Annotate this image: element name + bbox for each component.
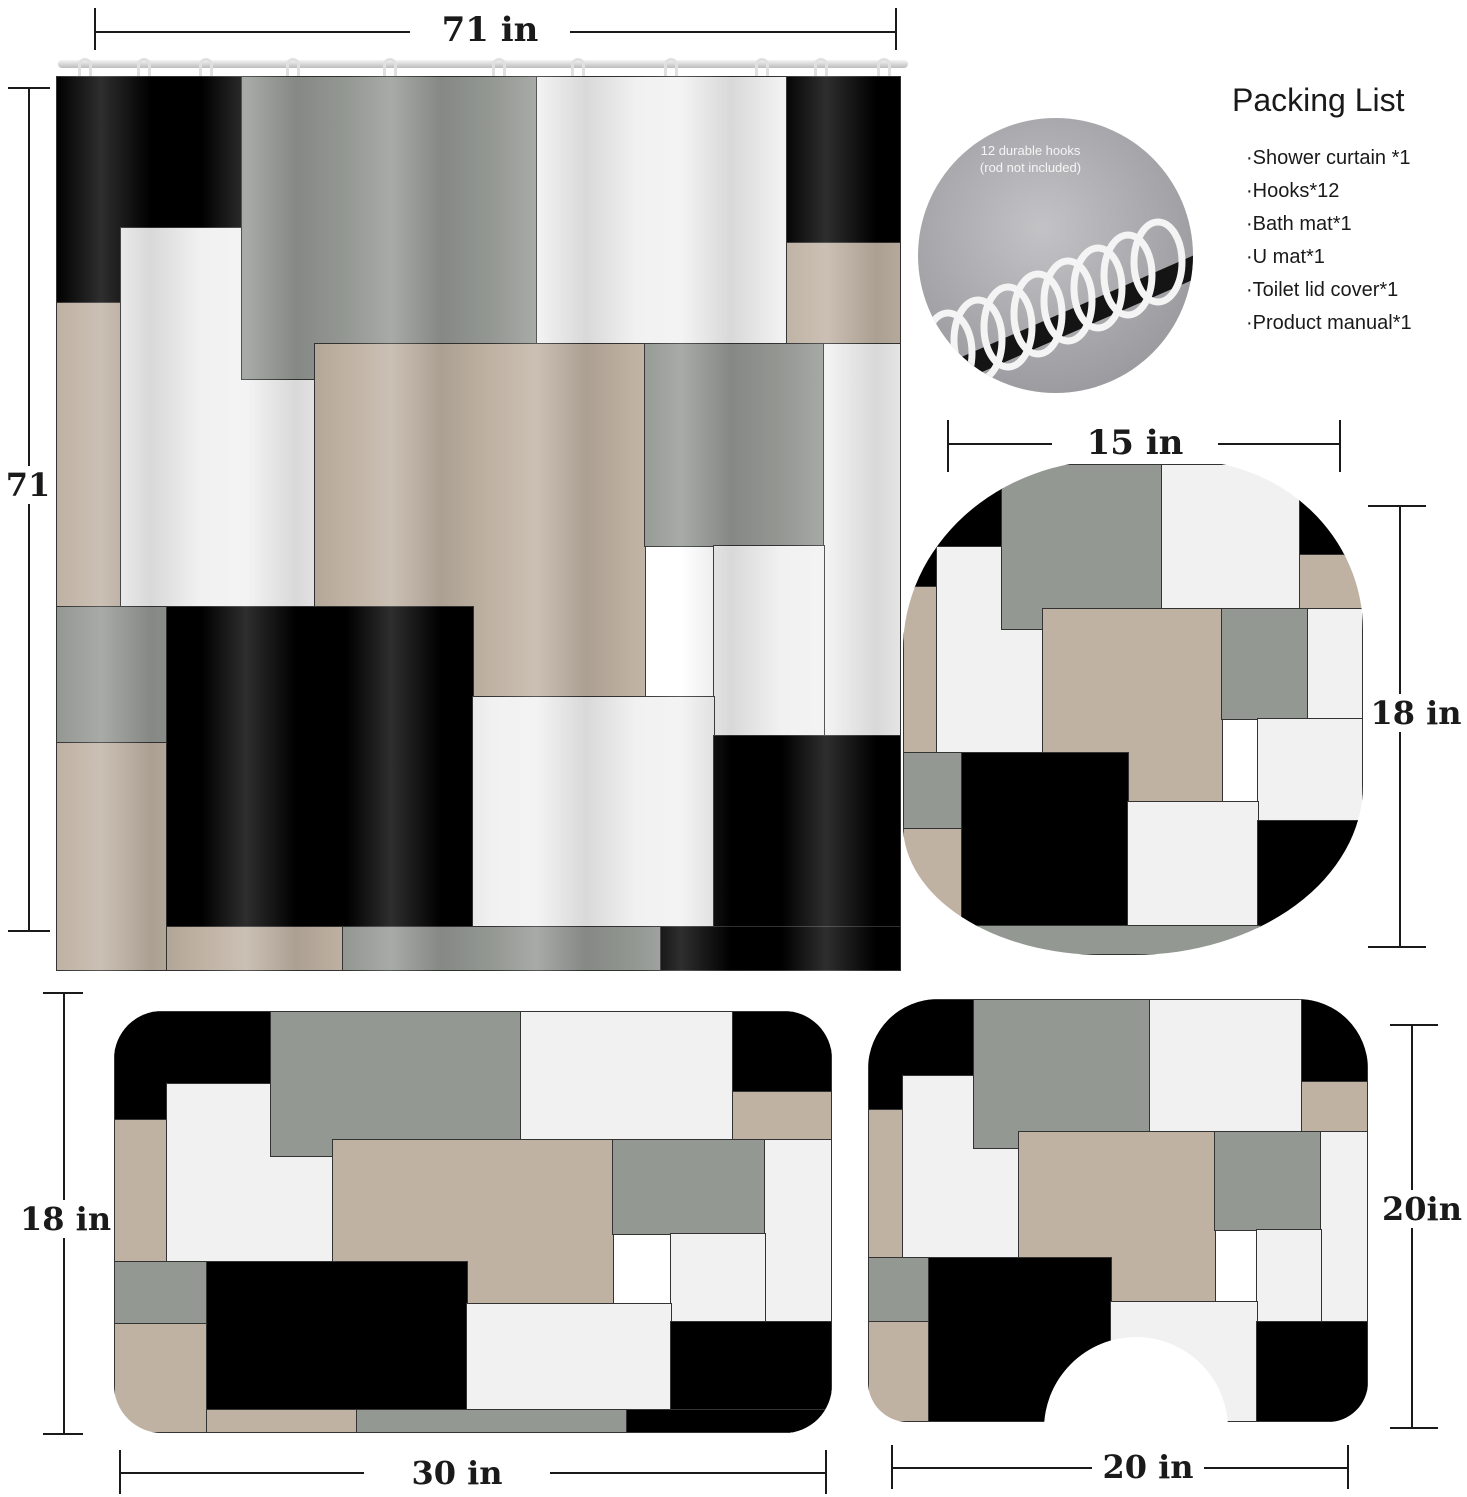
bath-mat-block bbox=[114, 1323, 208, 1433]
curtain-block bbox=[166, 926, 344, 971]
lid-block bbox=[1257, 820, 1363, 955]
curtain-block bbox=[342, 926, 662, 971]
u-mat-block bbox=[973, 999, 1151, 1149]
u-mat-block bbox=[868, 1109, 904, 1259]
curtain-height-line bbox=[28, 88, 30, 931]
u-mat bbox=[868, 999, 1368, 1422]
curtain-width-tick-left bbox=[94, 8, 96, 50]
bath-mat-block bbox=[206, 1261, 468, 1411]
lid-block bbox=[1127, 801, 1259, 927]
u-mat-width-tick-left bbox=[891, 1445, 893, 1489]
curtain-block bbox=[713, 545, 825, 737]
packing-item: ·U mat*1 bbox=[1246, 246, 1325, 268]
bath-mat-block bbox=[520, 1011, 734, 1141]
bath-mat bbox=[114, 1011, 832, 1433]
bath-mat-width-tick-right bbox=[825, 1450, 827, 1494]
packing-item: ·Product manual*1 bbox=[1246, 312, 1412, 334]
curtain-height-label: 71 bbox=[5, 466, 51, 504]
bath-mat-block bbox=[270, 1011, 522, 1157]
hooks-caption: 12 durable hooks (rod not included) bbox=[918, 142, 1143, 176]
curtain-width-tick-right bbox=[895, 8, 897, 50]
curtain-block bbox=[56, 742, 168, 971]
lid-block bbox=[1221, 608, 1309, 720]
lid-block bbox=[903, 752, 963, 830]
bath-mat-height-label: 18 in bbox=[20, 1200, 112, 1238]
bath-mat-width-tick-left bbox=[119, 1450, 121, 1494]
bath-mat-block bbox=[732, 1011, 832, 1093]
bath-mat-block bbox=[612, 1139, 766, 1235]
curtain-height-tick-bottom bbox=[8, 930, 50, 932]
lid-block bbox=[1161, 464, 1301, 610]
u-mat-block bbox=[1214, 1131, 1322, 1231]
hooks-caption-line1: 12 durable hooks bbox=[980, 143, 1081, 158]
u-mat-block bbox=[868, 1321, 930, 1422]
bath-mat-block bbox=[206, 1409, 358, 1433]
lid-block bbox=[961, 925, 1261, 955]
u-mat-block bbox=[1256, 1229, 1322, 1323]
bath-mat-height-tick-top bbox=[43, 992, 83, 994]
curtain-rod bbox=[58, 60, 908, 68]
bath-mat-block bbox=[356, 1409, 628, 1433]
hooks-rings-illustration bbox=[918, 218, 1193, 393]
curtain-block bbox=[56, 606, 168, 744]
lid-height-label: 18 in bbox=[1366, 694, 1466, 732]
u-mat-width-label: 20 in bbox=[1092, 1448, 1204, 1486]
bath-mat-block bbox=[732, 1091, 832, 1141]
u-mat-block bbox=[1256, 1321, 1368, 1422]
curtain-height-tick-top bbox=[8, 87, 50, 89]
lid-width-tick-right bbox=[1339, 420, 1341, 472]
bath-mat-block bbox=[626, 1409, 832, 1433]
lid-block bbox=[1299, 490, 1363, 556]
curtain-block bbox=[660, 926, 901, 971]
bath-mat-height-tick-bottom bbox=[43, 1433, 83, 1435]
lid-width-label: 15 in bbox=[1052, 423, 1218, 463]
hooks-caption-line2: (rod not included) bbox=[979, 160, 1082, 175]
curtain-block bbox=[786, 76, 901, 244]
u-mat-width-tick-right bbox=[1347, 1445, 1349, 1489]
u-mat-block bbox=[1320, 1131, 1368, 1323]
lid-height-tick-top bbox=[1368, 505, 1426, 507]
u-mat-block bbox=[1301, 1081, 1368, 1133]
hooks-photo: 12 durable hooks (rod not included) bbox=[918, 118, 1193, 393]
bath-mat-block bbox=[670, 1233, 766, 1323]
toilet-lid-cover bbox=[903, 460, 1363, 955]
bath-mat-block bbox=[114, 1261, 208, 1325]
u-mat-height-tick-bottom bbox=[1390, 1427, 1438, 1429]
bath-mat-block bbox=[764, 1139, 832, 1323]
curtain-block bbox=[241, 76, 537, 380]
lid-block bbox=[903, 828, 963, 955]
lid-height-tick-bottom bbox=[1368, 946, 1426, 948]
lid-width-tick-left bbox=[947, 420, 949, 472]
packing-list-title: Packing List bbox=[1232, 82, 1405, 118]
bath-mat-block bbox=[466, 1303, 672, 1411]
u-mat-height-tick-top bbox=[1390, 1024, 1438, 1026]
packing-item: ·Bath mat*1 bbox=[1246, 213, 1352, 235]
lid-block bbox=[1257, 718, 1363, 822]
lid-block bbox=[961, 752, 1129, 927]
bath-mat-width-label: 30 in bbox=[364, 1454, 550, 1492]
u-mat-block bbox=[868, 1257, 930, 1323]
u-mat-block bbox=[1149, 999, 1303, 1133]
packing-item: ·Hooks*12 bbox=[1246, 180, 1340, 202]
u-mat-block bbox=[1301, 999, 1368, 1083]
packing-item: ·Shower curtain *1 bbox=[1246, 147, 1411, 169]
packing-item: ·Toilet lid cover*1 bbox=[1246, 279, 1399, 301]
shower-curtain bbox=[56, 76, 901, 971]
curtain-block bbox=[823, 343, 901, 737]
curtain-block bbox=[644, 343, 825, 547]
curtain-block bbox=[166, 606, 474, 928]
curtain-block bbox=[786, 242, 901, 344]
u-mat-height-label: 20in bbox=[1380, 1190, 1464, 1228]
lid-block bbox=[1299, 554, 1363, 610]
bath-mat-block bbox=[114, 1119, 168, 1263]
curtain-block bbox=[56, 302, 122, 608]
packing-list: ·Shower curtain *1 ·Hooks*12 ·Bath mat*1… bbox=[1246, 144, 1412, 342]
curtain-block bbox=[472, 696, 715, 928]
curtain-block bbox=[536, 76, 788, 346]
lid-block bbox=[903, 586, 938, 754]
lid-block bbox=[1001, 464, 1163, 630]
curtain-width-label: 71 in bbox=[410, 10, 570, 50]
